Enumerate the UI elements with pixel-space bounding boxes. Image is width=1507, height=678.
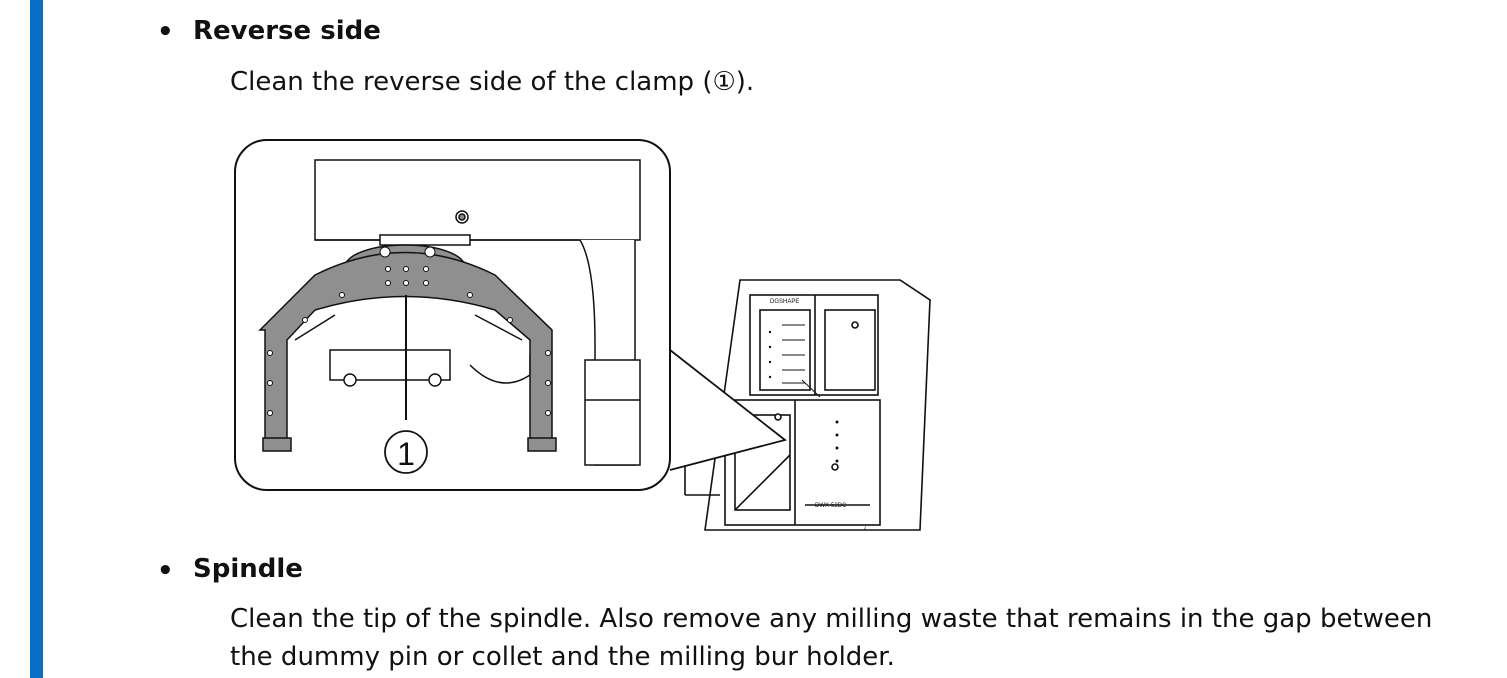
left-accent-bar [30,0,43,678]
callout-circle [384,430,428,474]
bullet-reverse-side: • [157,17,174,47]
text-spindle-line-1: Clean the tip of the spindle. Also remov… [230,604,1433,634]
machine-model-label: DWX-52DC [815,503,847,509]
bullet-spindle: • [157,556,174,586]
text-spindle-line-2: the dummy pin or collet and the milling … [230,642,895,672]
text-reverse-side: Clean the reverse side of the clamp (①). [230,67,755,97]
clamp-drawing [258,244,557,452]
clamp-illustration: DGSHAPE DWX-52DC [234,139,931,531]
zoom-interior [314,159,641,466]
heading-spindle: Spindle [193,554,303,584]
heading-reverse-side: Reverse side [193,16,381,46]
callout-number: 1 [397,436,415,472]
machine-brand-label: DGSHAPE [770,299,799,305]
callout-pointer [669,349,787,471]
